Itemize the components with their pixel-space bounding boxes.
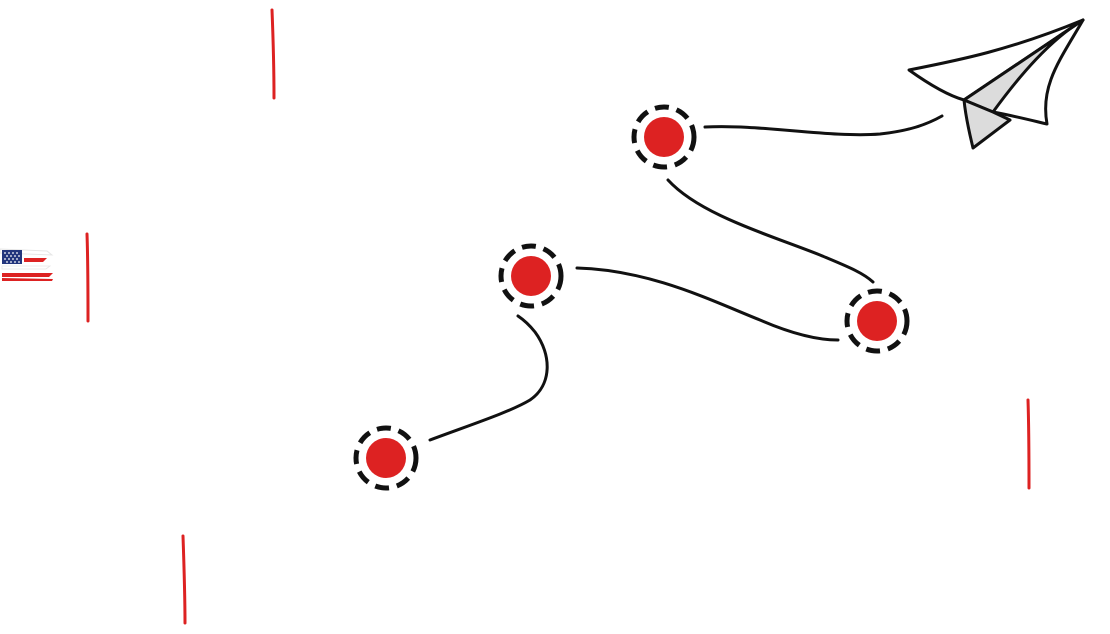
waypoint-marker-icon [844, 288, 910, 354]
connector-1 [428, 314, 549, 442]
accent-stroke-right [1026, 398, 1031, 490]
plane-top-wing [907, 18, 1085, 102]
plane-fold [962, 18, 1085, 114]
paper-plane-icon [907, 18, 1085, 150]
connector-4 [703, 114, 944, 137]
connector-3 [666, 178, 875, 284]
accent-stroke-left [85, 232, 90, 323]
flag-stripe-1 [24, 258, 47, 262]
flag-stripe-2 [1, 265, 52, 270]
waypoint-marker-icon [631, 104, 697, 170]
accent-strokes [85, 8, 1031, 625]
waypoint-marker-icon [498, 243, 564, 309]
flag-stripe-4 [2, 278, 53, 281]
route-connectors [428, 114, 944, 442]
us-flag-icon [0, 248, 54, 281]
plane-keel [962, 98, 1012, 150]
flag-stripe-3 [2, 273, 53, 277]
accent-stroke-bottom [181, 534, 187, 625]
waypoint-marker-icon [353, 425, 419, 491]
connector-2 [575, 266, 840, 342]
accent-stroke-top [270, 8, 276, 100]
waypoint-markers [353, 104, 910, 491]
